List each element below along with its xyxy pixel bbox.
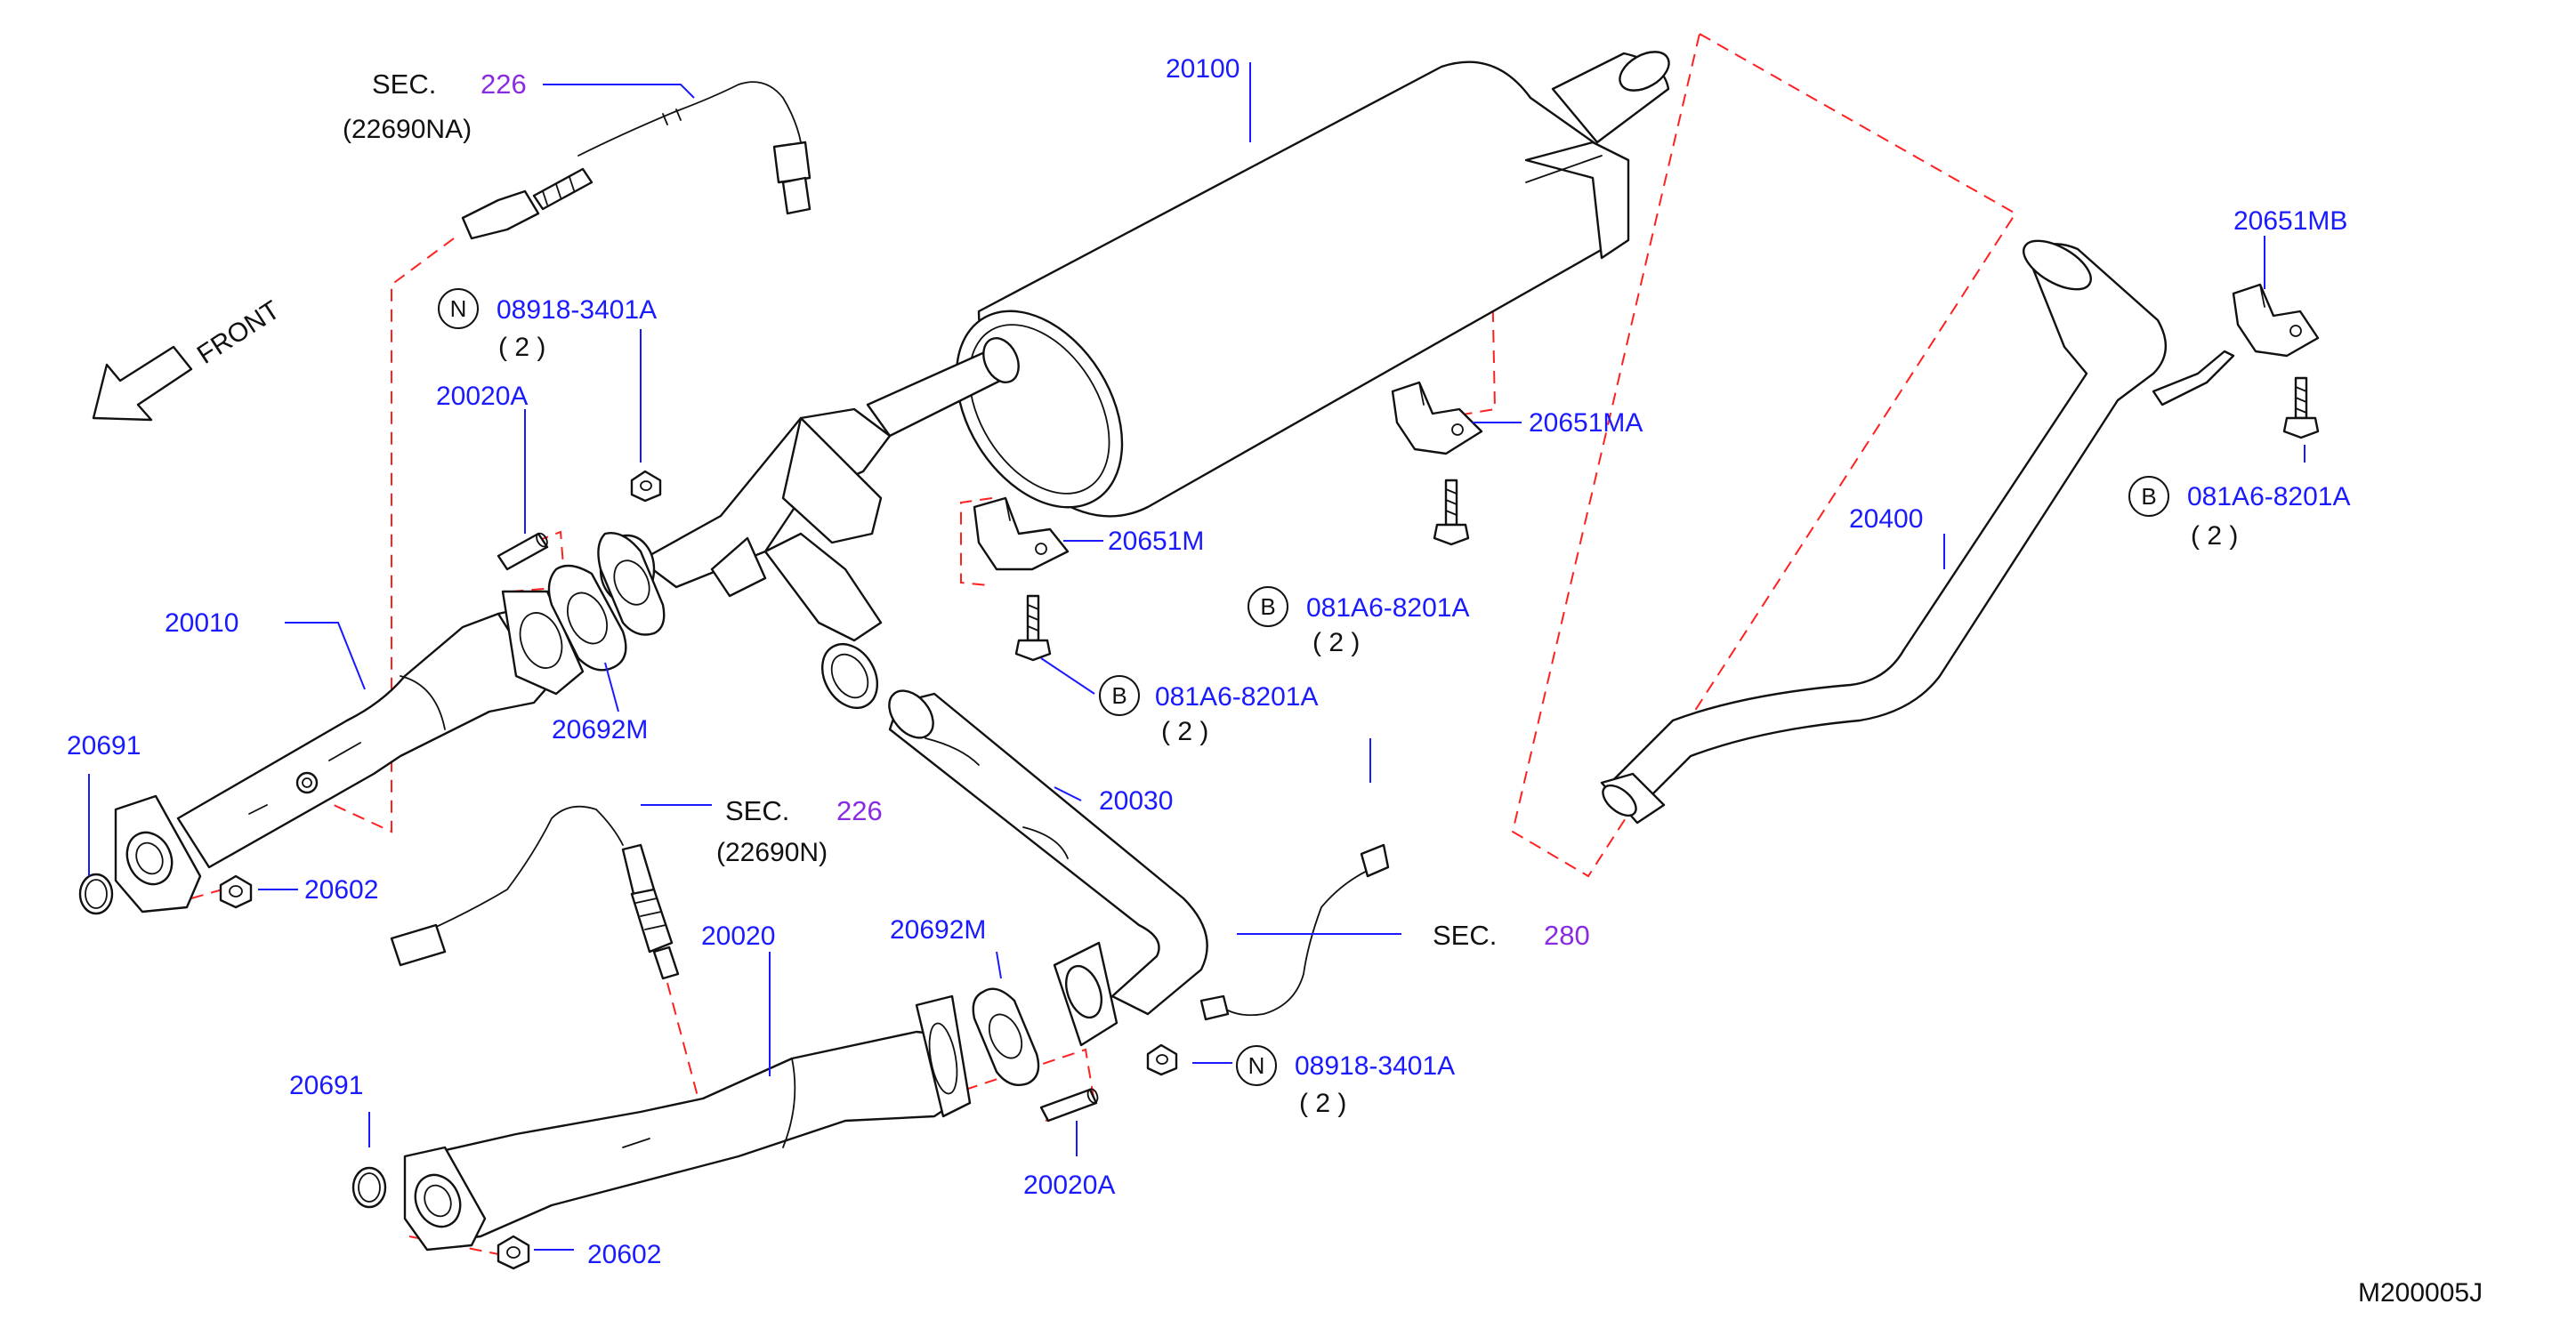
- part-label-08918-bottom[interactable]: 08918-3401A: [1295, 1051, 1455, 1081]
- nut-20602-top: [219, 874, 253, 909]
- part-label-20602-top[interactable]: 20602: [304, 875, 378, 905]
- circle-n-top: [438, 288, 479, 329]
- sec-label-right: SEC.: [1433, 920, 1497, 951]
- part-label-081a6-m[interactable]: 081A6-8201A: [1155, 682, 1319, 712]
- circle-b-ma: [1248, 586, 1288, 627]
- stud-20020a-top: [497, 532, 549, 571]
- circle-b-m: [1099, 675, 1140, 716]
- part-label-20020a-top[interactable]: 20020A: [436, 382, 528, 411]
- circle-b-ma-letter: B: [1260, 593, 1275, 620]
- sec-label-middle: SEC.: [725, 795, 789, 826]
- part-label-20602-bottom[interactable]: 20602: [587, 1240, 661, 1269]
- o2-sensor-top: [461, 81, 812, 240]
- circle-b-mb: [2128, 476, 2169, 517]
- part-label-20651m[interactable]: 20651M: [1108, 527, 1204, 556]
- sec-part-top: (22690NA): [343, 115, 472, 144]
- part-label-20651ma[interactable]: 20651MA: [1529, 408, 1643, 438]
- circle-b-mb-letter: B: [2141, 483, 2156, 510]
- part-label-20010[interactable]: 20010: [165, 608, 238, 638]
- mount-20651mb: [2232, 283, 2320, 358]
- part-label-20692m-top[interactable]: 20692M: [552, 715, 648, 745]
- qty-08918-bottom: ( 2 ): [1299, 1089, 1346, 1118]
- ring-gasket-20691-bottom: [351, 1166, 387, 1209]
- sec-part-middle: (22690N): [716, 838, 828, 867]
- qty-08918-top: ( 2 ): [498, 333, 545, 362]
- part-label-20692m-bottom[interactable]: 20692M: [890, 915, 986, 945]
- part-label-20691-bottom[interactable]: 20691: [289, 1071, 363, 1100]
- circle-b-m-letter: B: [1111, 682, 1126, 709]
- part-label-20100[interactable]: 20100: [1166, 54, 1240, 84]
- part-label-20651mb[interactable]: 20651MB: [2233, 206, 2347, 236]
- mount-20651m: [973, 496, 1070, 571]
- front-pipe-20020: [403, 994, 972, 1252]
- bolt-081a6-mb: [2282, 376, 2320, 439]
- qty-081a6-ma: ( 2 ): [1312, 628, 1360, 657]
- part-label-081a6-mb[interactable]: 081A6-8201A: [2187, 482, 2351, 511]
- sec-number-right[interactable]: 280: [1544, 920, 1590, 951]
- leader-lines: [88, 62, 2305, 1251]
- part-label-20030[interactable]: 20030: [1099, 786, 1173, 816]
- tail-pipe-20400: [1600, 239, 2235, 825]
- circle-n-bottom: [1236, 1045, 1277, 1086]
- nut-08918-top: [630, 470, 662, 503]
- nut-08918-bottom: [1146, 1043, 1178, 1076]
- front-label: FRONT: [192, 295, 286, 370]
- part-label-081a6-ma[interactable]: 081A6-8201A: [1306, 593, 1470, 623]
- o2-sensor-middle: [390, 805, 680, 980]
- gasket-20692m-top: [547, 564, 627, 672]
- front-pipe-20010: [114, 590, 585, 914]
- muffler-20100: [866, 51, 1670, 518]
- ring-gasket-20691-top: [78, 873, 114, 915]
- part-label-20691-top[interactable]: 20691: [67, 731, 141, 761]
- part-label-20020[interactable]: 20020: [701, 922, 775, 951]
- circle-n-bottom-letter: N: [1248, 1052, 1265, 1079]
- bolt-081a6-ma: [1433, 479, 1470, 546]
- mount-20651ma: [1391, 381, 1483, 455]
- gasket-20692m-bottom: [972, 987, 1040, 1087]
- sec-label-top: SEC.: [372, 68, 436, 100]
- circle-n-top-letter: N: [450, 295, 467, 322]
- gasket-20692m-top-2: [597, 532, 666, 636]
- part-label-20400[interactable]: 20400: [1849, 504, 1923, 534]
- sec-number-middle[interactable]: 226: [836, 795, 883, 826]
- sensor-wire-right: [1199, 843, 1390, 1021]
- qty-081a6-mb: ( 2 ): [2191, 521, 2238, 551]
- nut-20602-bottom: [497, 1235, 530, 1270]
- bolt-081a6-m: [1014, 594, 1052, 662]
- stud-20020a-bottom: [1039, 1088, 1099, 1123]
- sec-number-top[interactable]: 226: [480, 68, 527, 100]
- drawing-number: M200005J: [2358, 1278, 2483, 1308]
- part-label-20020a-bottom[interactable]: 20020A: [1023, 1171, 1115, 1200]
- front-arrow: [92, 345, 193, 422]
- qty-081a6-m: ( 2 ): [1161, 717, 1208, 746]
- part-label-08918-top[interactable]: 08918-3401A: [497, 295, 657, 325]
